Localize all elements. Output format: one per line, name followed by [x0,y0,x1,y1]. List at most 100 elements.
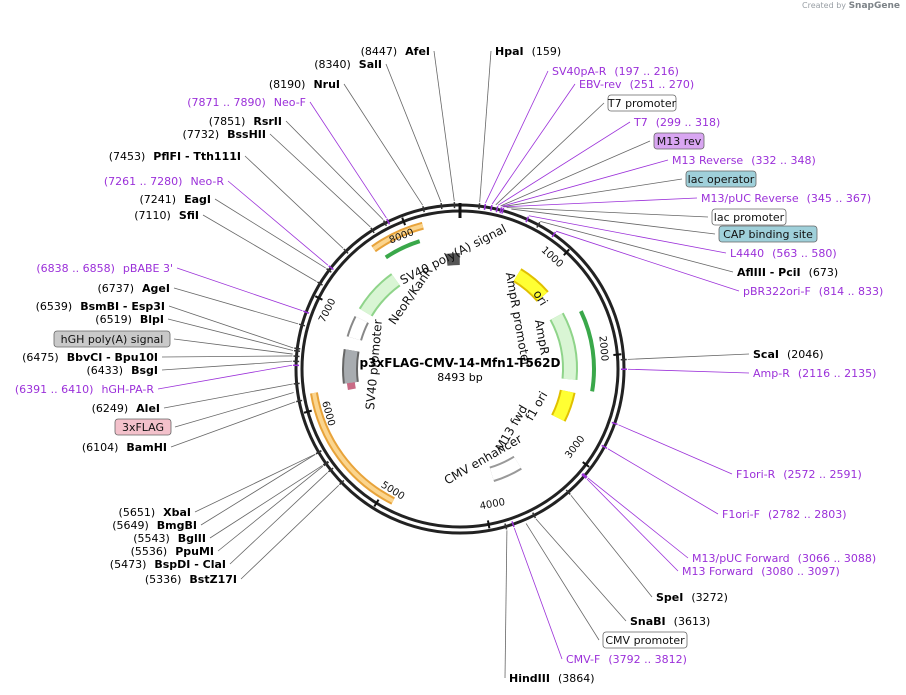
feature-label-lac-promoter[interactable]: lac promoter [714,211,785,224]
feature-label-lac-operator[interactable]: lac operator [688,173,755,186]
feature-name-f1-ori[interactable]: f1 ori [523,389,551,423]
leader-line-alei [163,383,293,409]
leader-line-neo-f [309,101,387,219]
enzyme-label-eagi[interactable]: (7241)EagI [140,193,211,206]
enzyme-label-pflfi-tth111i[interactable]: (7453)PflFI - Tth111I [109,150,241,163]
light-green-ampr-arc-fill [551,313,576,380]
feature-box-m13-rev[interactable] [653,132,705,150]
site-marker-f1ori-r [611,421,618,426]
leader-line-bamhi [170,401,296,448]
leader-line-spei [570,494,653,598]
feature-box-cap-binding-site[interactable] [718,225,818,243]
enzyme-label-alei[interactable]: (6249)AleI [92,402,160,415]
enzyme-label-snabi[interactable]: SnaBI(3613) [630,615,710,628]
enzyme-label-sfii[interactable]: (7110)SfiI [134,209,199,222]
enzyme-label-bspdi-clai[interactable]: (5473)BspDI - ClaI [110,558,226,571]
primer-label-f1ori-r[interactable]: F1ori-R(2572 .. 2591) [736,468,862,481]
leader-line-snabi [535,518,627,622]
primer-label-ebv-rev[interactable]: EBV-rev(251 .. 270) [579,78,694,91]
enzyme-label-bbvci-bpu10i[interactable]: (6475)BbvCI - Bpu10I [22,351,158,364]
credit-brand: SnapGene [848,1,900,11]
feature-label-cmv-promoter[interactable]: CMV promoter [605,634,685,647]
cmv-enhancer-arc-fill [489,457,521,481]
primer-label-m13-forward[interactable]: M13 Forward(3080 .. 3097) [682,565,840,578]
site-marker-f1ori-f [601,444,608,449]
enzyme-label-blpi[interactable]: (6519)BlpI [95,313,164,326]
feature-box-t7-promoter[interactable] [607,94,677,112]
enzyme-label-bglii[interactable]: (5543)BglII [133,532,206,545]
primer-label-t7[interactable]: T7(299 .. 318) [633,116,720,129]
enzyme-label-bsmbi-esp3i[interactable]: (6539)BsmBI - Esp3I [36,300,165,313]
enzyme-label-afei[interactable]: (8447)AfeI [361,45,430,58]
enzyme-label-ppumi[interactable]: (5536)PpuMI [131,545,214,558]
primer-label-amp-r[interactable]: Amp-R(2116 .. 2135) [753,367,876,380]
leader-line-scai [627,353,750,360]
feature-label-hgh-poly-a-signal[interactable]: hGH poly(A) signal [61,333,164,346]
leader-line-f1ori-f [607,448,719,515]
site-marker-sfii [317,281,323,286]
primer-label-hgh-pa-r[interactable]: (6391 .. 6410)hGH-PA-R [15,383,154,396]
leader-line-m13-rev [500,140,651,207]
primer-label-m13-reverse[interactable]: M13 Reverse(332 .. 348) [672,154,816,167]
site-marker-l4440 [525,216,530,223]
leader-line-bsmbi-esp3i [168,305,294,349]
green-feature-right [579,310,596,392]
enzyme-label-hindiii[interactable]: HindIII(3864) [509,672,595,685]
primer-label-m13-puc-forward[interactable]: M13/pUC Forward(3066 .. 3088) [692,552,876,565]
enzyme-label-sali[interactable]: (8340)SalI [314,58,382,71]
enzyme-label-nrui[interactable]: (8190)NruI [269,78,340,91]
enzyme-label-bsshii[interactable]: (7732)BssHII [183,128,266,141]
enzyme-label-agei[interactable]: (6737)AgeI [97,282,170,295]
feature-box-cmv-promoter[interactable] [602,631,688,649]
tick-6000 [303,409,312,414]
primer-label-cmv-f[interactable]: CMV-F(3792 .. 3812) [566,653,687,666]
site-marker-t7 [495,206,499,213]
leader-line-sv40pa-r [485,70,549,204]
site-marker-pbr322ori-f [551,231,557,238]
feature-name-ampr[interactable]: AmpR [532,318,552,356]
feature-label-cap-binding-site[interactable]: CAP binding site [723,228,813,241]
feature-box-3xflag[interactable] [114,418,172,436]
enzyme-label-xbai[interactable]: (5651)XbaI [119,506,191,519]
site-marker-agei [298,323,306,327]
site-marker-nrui [422,206,425,213]
enzyme-label-rsrii[interactable]: (7851)RsrII [209,115,282,128]
enzyme-label-bamhi[interactable]: (6104)BamHI [82,441,167,454]
primer-label-sv40pa-r[interactable]: SV40pA-R(197 .. 216) [552,65,679,78]
enzyme-label-scai[interactable]: ScaI(2046) [753,348,824,361]
primer-label-l4440[interactable]: L4440(563 .. 580) [730,247,837,260]
feature-label-t7-promoter[interactable]: T7 promoter [607,97,677,110]
tick-8000 [401,217,407,226]
primer-label-pbr322ori-f[interactable]: pBR322ori-F(814 .. 833) [743,285,883,298]
sv40-promoter-arc-fill [344,349,358,384]
feature-box-hgh-poly-a-signal[interactable] [53,330,171,348]
enzyme-label-spei[interactable]: SpeI(3272) [656,591,728,604]
primer-label-m13-puc-reverse[interactable]: M13/pUC Reverse(345 .. 367) [701,192,871,205]
leader-line-sfii [202,214,317,282]
site-labels: (8447)AfeI(8340)SalI (8190)NruI (7871 .. 7… [15,45,883,685]
site-marker-bspdi-clai [327,467,334,473]
enzyme-label-bmgbi[interactable]: (5649)BmgBI [112,519,197,532]
enzyme-label-afliii-pcii[interactable]: AflIII - PciI(673) [737,266,838,279]
site-marker-alei [293,382,300,385]
feature-label-m13-rev[interactable]: M13 rev [657,135,702,148]
leader-line-agei [173,287,299,325]
site-marker-pflfi-tth111i [343,248,349,254]
site-marker-m13-puc-reverse [501,207,505,214]
enzyme-label-hpai[interactable]: HpaI(159) [495,45,561,58]
site-marker-neo-f [386,218,391,225]
feature-label-3xflag[interactable]: 3xFLAG [122,421,164,434]
feature-box-lac-promoter[interactable] [711,208,787,226]
enzyme-label-bstz17i[interactable]: (5336)BstZ17I [145,573,237,586]
feature-arcs [310,221,596,505]
site-marker-neo-r [328,265,334,271]
enzyme-label-bsgi[interactable]: (6433)BsgI [87,364,158,377]
leader-lines [157,50,750,679]
primer-label-neo-r[interactable]: (7261 .. 7280)Neo-R [104,175,224,188]
primer-label-f1ori-f[interactable]: F1ori-F(2782 .. 2803) [722,508,847,521]
leader-line-ppumi [217,465,324,552]
primer-label-pbabe-3[interactable]: (6838 .. 6858)pBABE 3' [36,262,173,275]
leader-line-m13-reverse [501,159,669,207]
primer-label-neo-f[interactable]: (7871 .. 7890)Neo-F [187,96,306,109]
feature-box-lac-operator[interactable] [685,170,757,188]
